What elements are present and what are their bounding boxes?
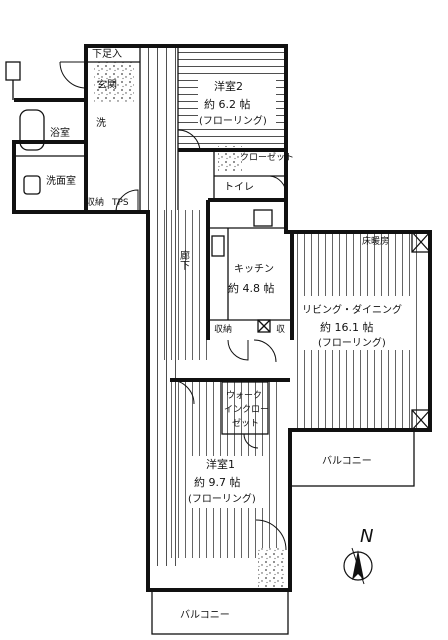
- outer-wall: [12, 44, 432, 592]
- washroom-door: [115, 189, 139, 213]
- western1-door: [169, 379, 195, 405]
- wic-door: [243, 433, 259, 449]
- label-wic-3: ゼット: [232, 417, 259, 429]
- label-kitchen-size: 約 4.8 帖: [228, 281, 275, 295]
- label-storage-kitchen-small: 収: [276, 323, 285, 335]
- label-kitchen-name: キッチン: [234, 263, 274, 275]
- western2-door: [177, 129, 201, 153]
- label-closet: クローゼット: [240, 151, 294, 163]
- hallway-lower-floor: [160, 210, 208, 360]
- label-western2-size: 約 6.2 帖: [204, 97, 251, 111]
- kitchen-door: [227, 339, 249, 361]
- toilet-door: [269, 175, 287, 195]
- balcony-right-area: [289, 429, 415, 487]
- balcony-corner-stone: [258, 548, 284, 588]
- label-floor-heating: 床暖房: [362, 235, 389, 247]
- label-living-floor: (フローリング): [318, 336, 386, 349]
- label-tps: TPS: [111, 198, 129, 208]
- label-wic-1: ウォーク: [226, 390, 262, 401]
- compass-label: N: [360, 526, 373, 547]
- balcony-bottom-area: [151, 589, 289, 635]
- entrance-door: [59, 61, 87, 89]
- kitchen-sink: [211, 235, 225, 257]
- label-bath: 浴室: [50, 126, 70, 139]
- label-entrance: 玄関: [97, 78, 117, 91]
- label-balcony-bottom: バルコニー: [180, 609, 230, 621]
- label-western2-floor: (フローリング): [199, 114, 267, 127]
- label-laundry: 洗: [96, 117, 106, 129]
- label-washroom: 洗面室: [46, 174, 76, 187]
- label-wic-2: インクロー: [224, 404, 269, 415]
- label-living-size: 約 16.1 帖: [320, 320, 374, 334]
- label-shoe-storage: 下足入: [92, 48, 122, 60]
- label-storage-kitchen: 収納: [214, 323, 232, 335]
- entrance-floor: [94, 62, 134, 102]
- label-hallway: 廊下: [178, 249, 190, 271]
- label-balcony-right: バルコニー: [322, 455, 372, 467]
- label-western2-name: 洋室2: [214, 79, 243, 93]
- label-western1-size: 約 9.7 帖: [194, 475, 241, 489]
- label-toilet: トイレ: [224, 182, 254, 193]
- bathtub: [19, 109, 45, 151]
- label-western1-floor: (フローリング): [188, 492, 256, 505]
- label-storage-small: 収納: [86, 196, 104, 208]
- hall-door: [253, 339, 277, 363]
- washbasin: [23, 175, 41, 195]
- compass-icon: [343, 547, 373, 585]
- vent-column: [5, 61, 21, 81]
- label-western1-name: 洋室1: [206, 457, 235, 471]
- label-living-name: リビング・ダイニング: [302, 303, 402, 316]
- kitchen-stove: [253, 209, 273, 227]
- balcony-door: [255, 519, 287, 551]
